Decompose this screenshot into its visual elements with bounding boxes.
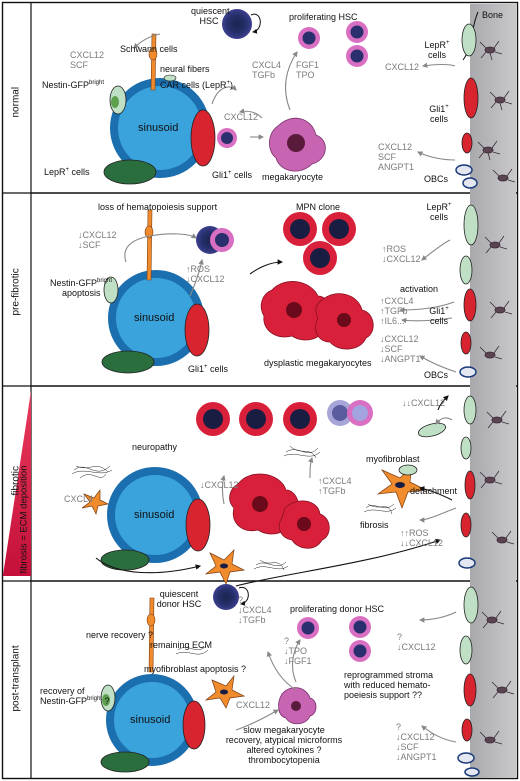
reprogrammed-label: reprogrammed stroma with reduced hemato-… bbox=[344, 670, 434, 700]
recovery-nestin-label: recovery of Nestin-GFPbright ? bbox=[40, 686, 110, 706]
quiescent-donor-label: quiescent donor HSC bbox=[156, 589, 202, 609]
slow-mk-label: slow megakaryocyte recovery, atypical mi… bbox=[225, 725, 343, 765]
post-q-cxcl4-tgfb: ? ↓CXCL4 ↓TGFb bbox=[238, 595, 272, 625]
normal-cxcl12-right: CXCL12 bbox=[385, 62, 420, 72]
myofibroblast-label: myofibroblast bbox=[366, 454, 420, 464]
fib-down2-cxcl12: ↓↓CXCL12 bbox=[402, 398, 446, 408]
myofibroblast-apoptosis-label: myofibroblast apoptosis ? bbox=[144, 664, 247, 674]
fibrotic-arrows bbox=[95, 395, 457, 587]
mpn-clone-label: MPN clone bbox=[296, 202, 341, 212]
dysplastic-megakaryocytes bbox=[260, 281, 374, 350]
pre-gli1-label: Gli1+ cells bbox=[188, 364, 229, 374]
pre-ros-cxcl12-right: ↑ROS ↓CXCL12 bbox=[382, 244, 421, 264]
bone-label: Bone bbox=[482, 10, 504, 20]
fib-down-cxcl12: ↓CXCL12 bbox=[200, 480, 239, 490]
detached-stroma bbox=[398, 422, 447, 476]
activation-label: activation bbox=[400, 284, 439, 294]
fib-ros-cxcl12: ↑↑ROS ↓↓CXCL12 bbox=[400, 528, 444, 548]
endosteal-lining bbox=[455, 11, 480, 777]
post-q-cytokines-bottom: ? ↓CXCL12 ↓SCF ↓ANGPT1 bbox=[396, 722, 437, 762]
osteocytes bbox=[477, 40, 516, 745]
lepr-right-label: LepR+cells bbox=[424, 40, 450, 60]
dysplastic-label: dysplastic megakaryocytes bbox=[264, 358, 372, 368]
proliferating-hsc-label: proliferating HSC bbox=[289, 12, 358, 22]
row-label-posttransplant: post-transplant bbox=[10, 645, 22, 712]
pre-ros-cxcl12: ↑ROS ↓CXCL12 bbox=[186, 264, 225, 284]
post-myofibroblast bbox=[204, 674, 246, 709]
prefibrotic-arrows bbox=[124, 233, 457, 373]
megakaryocyte bbox=[269, 117, 326, 172]
proliferating-hsc bbox=[298, 21, 368, 67]
detachment-label: detachment bbox=[410, 486, 458, 496]
loss-support-label: loss of hematopoiesis support bbox=[98, 202, 218, 212]
sinusoid-label-post: sinusoid bbox=[130, 714, 171, 726]
mpn-clone bbox=[283, 212, 356, 275]
pre-cytokines-down: ↓CXCL12 ↓SCF ↓ANGPT1 bbox=[380, 334, 421, 364]
fibrosis-label: fibrosis bbox=[360, 520, 389, 530]
lepr-cells-label: LepR+ cells bbox=[44, 167, 90, 177]
post-cxcl12: CXCL12 bbox=[236, 700, 271, 710]
obcs-label-normal: OBCs bbox=[424, 174, 449, 184]
sinusoid-posttransplant bbox=[100, 674, 206, 773]
row-label-normal: normal bbox=[10, 86, 22, 118]
normal-fgf1-tpo: FGF1 TPO bbox=[296, 60, 320, 80]
neural-fiber bbox=[144, 33, 158, 673]
hsc-small-normal bbox=[217, 128, 237, 148]
myofibroblasts bbox=[81, 465, 428, 585]
fibrosis-bar-label: fibrosis = ECM deposition bbox=[18, 465, 30, 574]
normal-cytokines-right: CXCL12 SCF ANGPT1 bbox=[378, 142, 415, 172]
quiescent-hsc-label: quiescent HSC bbox=[191, 6, 230, 26]
apoptosis-label: apoptosis bbox=[62, 288, 101, 298]
normal-cxcl4-tgfb: CXCL4 TGFb bbox=[252, 60, 282, 80]
fibrosis-strands bbox=[71, 445, 397, 571]
sinusoid-normal bbox=[103, 74, 216, 185]
post-q-cxcl12-top: ? ↓CXCL12 bbox=[397, 632, 436, 652]
remaining-ecm-label: remaining ECM bbox=[150, 640, 213, 650]
sinusoid-prefibrotic bbox=[101, 270, 210, 374]
car-cells-label: CAR cells (LepR+) bbox=[160, 80, 234, 90]
quiescent-hsc-pre bbox=[196, 226, 234, 254]
quiescent-hsc bbox=[222, 9, 261, 39]
sinusoid-label-pre: sinusoid bbox=[134, 312, 175, 324]
pre-lepr-right: LepR+cells bbox=[426, 202, 452, 222]
sinusoid-label-normal: sinusoid bbox=[138, 122, 179, 134]
pre-down-cxcl12-scf: ↓CXCL12 ↓SCF bbox=[78, 230, 117, 250]
nestin-label: Nestin-GFPbright bbox=[42, 80, 105, 90]
dysplastic-megakaryocytes-fibrotic bbox=[229, 473, 330, 549]
normal-cxcl12-mid: CXCL12 bbox=[224, 112, 259, 122]
normal-cxcl12-scf: CXCL12 SCF bbox=[70, 50, 105, 70]
schwann-label: Schwann cells bbox=[120, 44, 178, 54]
megakaryocyte-label: megakaryocyte bbox=[262, 172, 324, 182]
quiescent-donor-hsc bbox=[213, 584, 249, 610]
row-label-prefibrotic: pre-fibrotic bbox=[10, 268, 22, 316]
gli1-cell bbox=[190, 109, 216, 167]
sinusoid-label-fib: sinusoid bbox=[134, 509, 175, 521]
bone-column bbox=[470, 4, 516, 778]
proliferating-donor-hsc bbox=[297, 616, 371, 662]
post-ecm bbox=[175, 645, 209, 655]
post-q-tpo-fgf1: ? ↓TPO ↓FGF1 bbox=[284, 636, 312, 666]
proliferating-donor-label: proliferating donor HSC bbox=[290, 604, 385, 614]
mpn-clone-fibrotic bbox=[196, 400, 373, 436]
fib-cxcl4: CXCL4 bbox=[64, 494, 94, 504]
lepr-cell-dark bbox=[103, 159, 157, 185]
pre-nestin-label: Nestin-GFPbright bbox=[50, 278, 113, 288]
neural-fibers-label: neural fibers bbox=[160, 64, 210, 74]
nerve-recovery-label: nerve recovery ? bbox=[86, 630, 154, 640]
normal-arrows bbox=[133, 33, 456, 161]
pre-cytokines-up: ↑CXCL4 ↑TGFb ↑IL6... bbox=[380, 296, 414, 326]
gli1-cells-label: Gli1+ cells bbox=[212, 170, 253, 180]
post-megakaryocyte bbox=[278, 687, 317, 725]
obcs-label-pre: OBCs bbox=[424, 370, 449, 380]
neuropathy-label: neuropathy bbox=[132, 442, 178, 452]
post-arrows bbox=[235, 611, 457, 743]
pre-gli1-right: Gli1+cells bbox=[429, 306, 449, 326]
fib-up-cxcl4-tgfb: ↑CXCL4 ↑TGFb bbox=[318, 476, 352, 496]
gli1-right-label: Gli1+cells bbox=[429, 104, 449, 124]
sinusoid-fibrotic bbox=[100, 467, 211, 571]
